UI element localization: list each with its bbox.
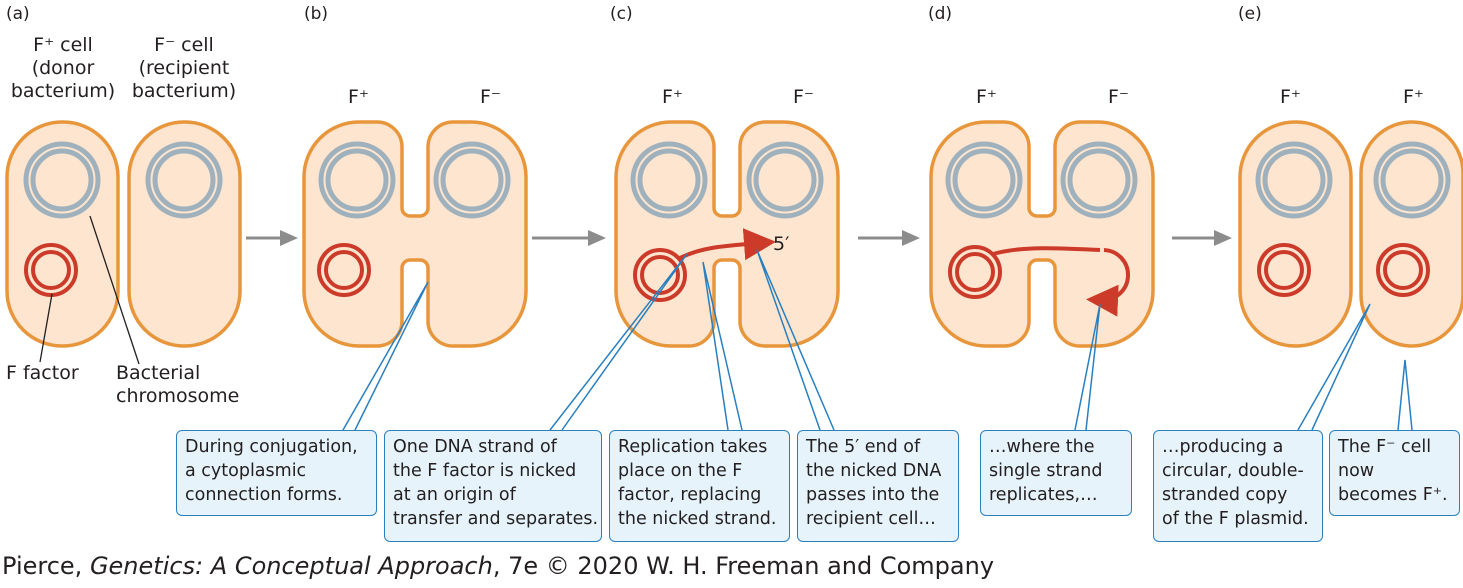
replicating-strand-d [1086,248,1130,317]
donor-cell-label: F⁺ cell (donor bacterium) [10,34,116,102]
panel-letter-a: (a) [6,4,30,24]
panel-letter-e: (e) [1238,4,1262,24]
panel-c-cells [614,120,840,348]
label-b-left: F⁺ [348,86,369,108]
recipient-chromosome [145,141,223,219]
label-d-right: F⁻ [1108,86,1129,108]
donor-chromosome [23,141,101,219]
callout-leaders [342,249,1413,431]
panel-d-cells [929,120,1155,348]
panel-letter-c: (c) [610,4,633,24]
panel-b-cells [302,120,528,348]
credit-line: Pierce, Genetics: A Conceptual Approach,… [2,552,995,580]
donor-cell-e [1238,120,1353,348]
f-factor-pointer [39,293,53,363]
label-c-right: F⁻ [793,86,814,108]
label-d-left: F⁺ [976,86,997,108]
recipient-cell [127,120,242,348]
f-factor-label: F factor [6,362,79,384]
panel-letter-b: (b) [304,4,329,24]
transferred-strand-d [992,246,1101,256]
panel-letter-d: (d) [928,4,953,24]
chromosome-label: Bacterial chromosome [116,362,240,407]
recipient-cell-label: F⁻ cell (recipient bacterium) [131,34,237,102]
panel-a-cells [5,120,242,365]
label-b-right: F⁻ [480,86,501,108]
label-e-right: F⁺ [1403,86,1424,108]
donor-cell [5,120,120,348]
panel-e-cells [1238,120,1463,348]
new-donor-cell-e [1359,120,1463,348]
five-prime-end-label: 5′ [773,233,790,255]
chromosome-pointer [89,215,140,365]
label-e-left: F⁺ [1280,86,1301,108]
donor-f-factor [24,243,78,297]
label-c-left: F⁺ [662,86,683,108]
